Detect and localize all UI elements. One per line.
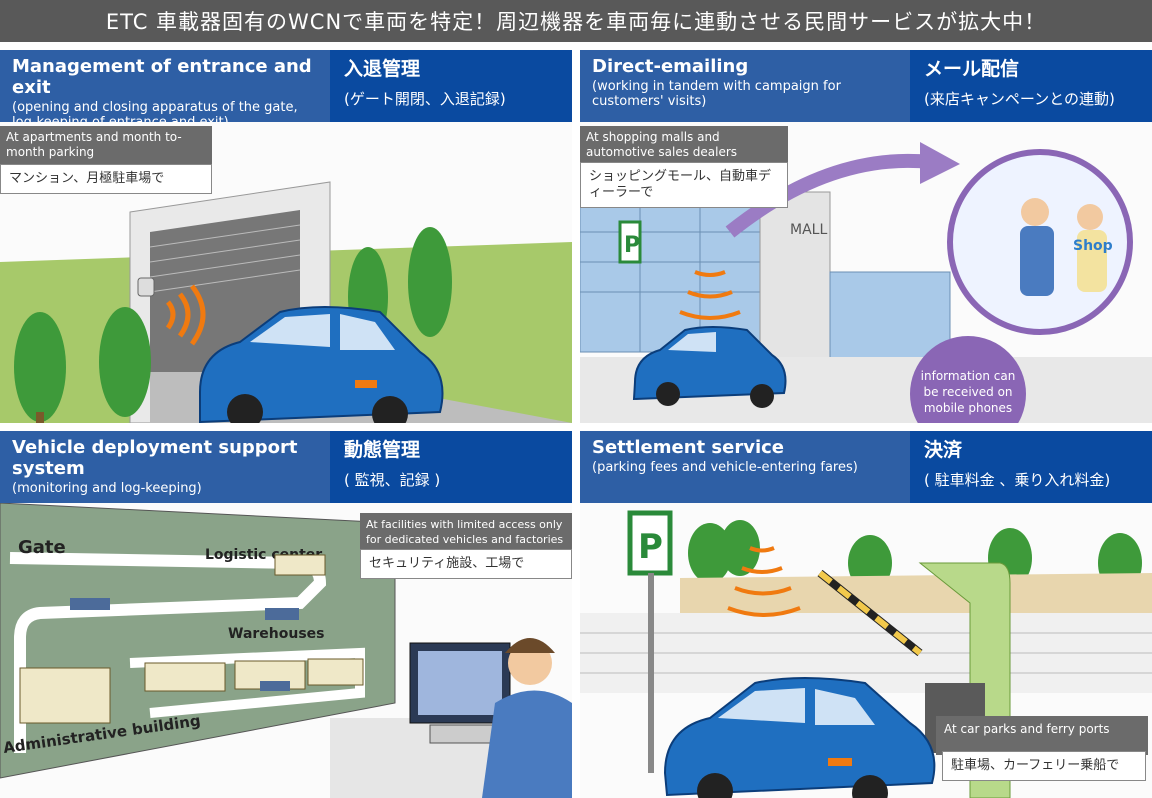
panel-title-en: Settlement service [592, 437, 784, 458]
location-label-jp: 駐車場、カーフェリー乗船で [942, 751, 1146, 781]
location-label-en: At apartments and month to-month parking [0, 126, 212, 164]
panel-direct-emailing: Direct-emailing (working in tandem with … [580, 50, 1152, 423]
apartment-gate-illustration [0, 122, 572, 423]
panel-header: Management of entrance and exit (opening… [0, 50, 572, 130]
panel-subtitle-en: (parking fees and vehicle-entering fares… [592, 460, 858, 475]
location-label-en: At shopping malls and automotive sales d… [580, 126, 788, 164]
map-label-warehouses: Warehouses [228, 626, 325, 642]
panel-header: Direct-emailing (working in tandem with … [580, 50, 1152, 122]
panel-header: Settlement service (parking fees and veh… [580, 431, 1152, 503]
car-icon [632, 326, 787, 408]
panel-title-jp: メール配信 [924, 58, 1020, 80]
scene-facility-map: Gate Logistic center Warehouses Administ… [0, 502, 572, 798]
panel-subtitle-en: (monitoring and log-keeping) [12, 481, 202, 496]
panel-title-en: Vehicle deployment support system [12, 437, 298, 479]
panel-entrance-exit: Management of entrance and exit (opening… [0, 50, 572, 423]
panel-title-jp: 入退管理 [344, 58, 421, 80]
operator-icon [330, 638, 572, 798]
signal-waves [679, 270, 741, 320]
etc-reader-icon [137, 277, 155, 297]
parking-sign: P [624, 233, 640, 258]
parking-sign: P [638, 527, 663, 567]
panel-subtitle-jp: (ゲート開閉、入退記録) [344, 90, 506, 108]
panel-subtitle-jp: ( 駐車料金 、乗り入れ料金) [924, 471, 1111, 489]
signal-waves [727, 546, 801, 617]
panel-subtitle-jp: (来店キャンペーンとの連動) [924, 90, 1115, 108]
scene-car-park: P At car parks and ferry ports 駐車場、カーフェリ… [580, 503, 1152, 798]
panel-subtitle-jp: ( 監視、記録 ) [344, 471, 441, 489]
panel-subtitle-en: (working in tandem with campaign for cus… [592, 79, 841, 109]
info-bubble: information can be received on mobile ph… [910, 336, 1026, 423]
map-label-gate: Gate [18, 537, 66, 558]
car-icon [199, 306, 444, 423]
location-label-jp: マンション、月極駐車場で [0, 164, 212, 194]
panel-title-jp: 動態管理 [344, 439, 421, 461]
panel-title-en: Direct-emailing [592, 56, 749, 77]
location-label-jp: ショッピングモール、自動車ディーラーで [580, 162, 788, 208]
truck-icons [70, 598, 299, 691]
tree-icons [688, 520, 1142, 593]
tree-icons [14, 227, 452, 423]
panel-vehicle-deployment: Vehicle deployment support system (monit… [0, 431, 572, 798]
panel-header: Vehicle deployment support system (monit… [0, 431, 572, 503]
panel-title-jp: 決済 [924, 439, 963, 461]
panel-settlement-service: Settlement service (parking fees and veh… [580, 431, 1152, 798]
location-label-jp: セキュリティ施設、工場で [360, 549, 572, 579]
mall-sign: MALL [790, 222, 827, 238]
banner-title: ETC 車載器固有のWCNで車両を特定！周辺機器を車両毎に連動させる民間サービス… [0, 0, 1152, 42]
signal-waves [165, 284, 206, 346]
scene-apartment-gate: At apartments and month to-month parking… [0, 122, 572, 423]
location-label-en: At facilities with limited access only f… [360, 513, 572, 551]
car-icon [663, 677, 936, 798]
arrow-icon [725, 153, 931, 238]
location-label-en: At car parks and ferry ports [936, 716, 1148, 755]
shoppers-icon [1020, 198, 1107, 296]
shop-sign: Shop [1073, 238, 1113, 254]
panel-title-en: Management of entrance and exit [12, 56, 312, 98]
scene-shopping-mall: MALL P Shop At shopping malls and automo… [580, 122, 1152, 423]
